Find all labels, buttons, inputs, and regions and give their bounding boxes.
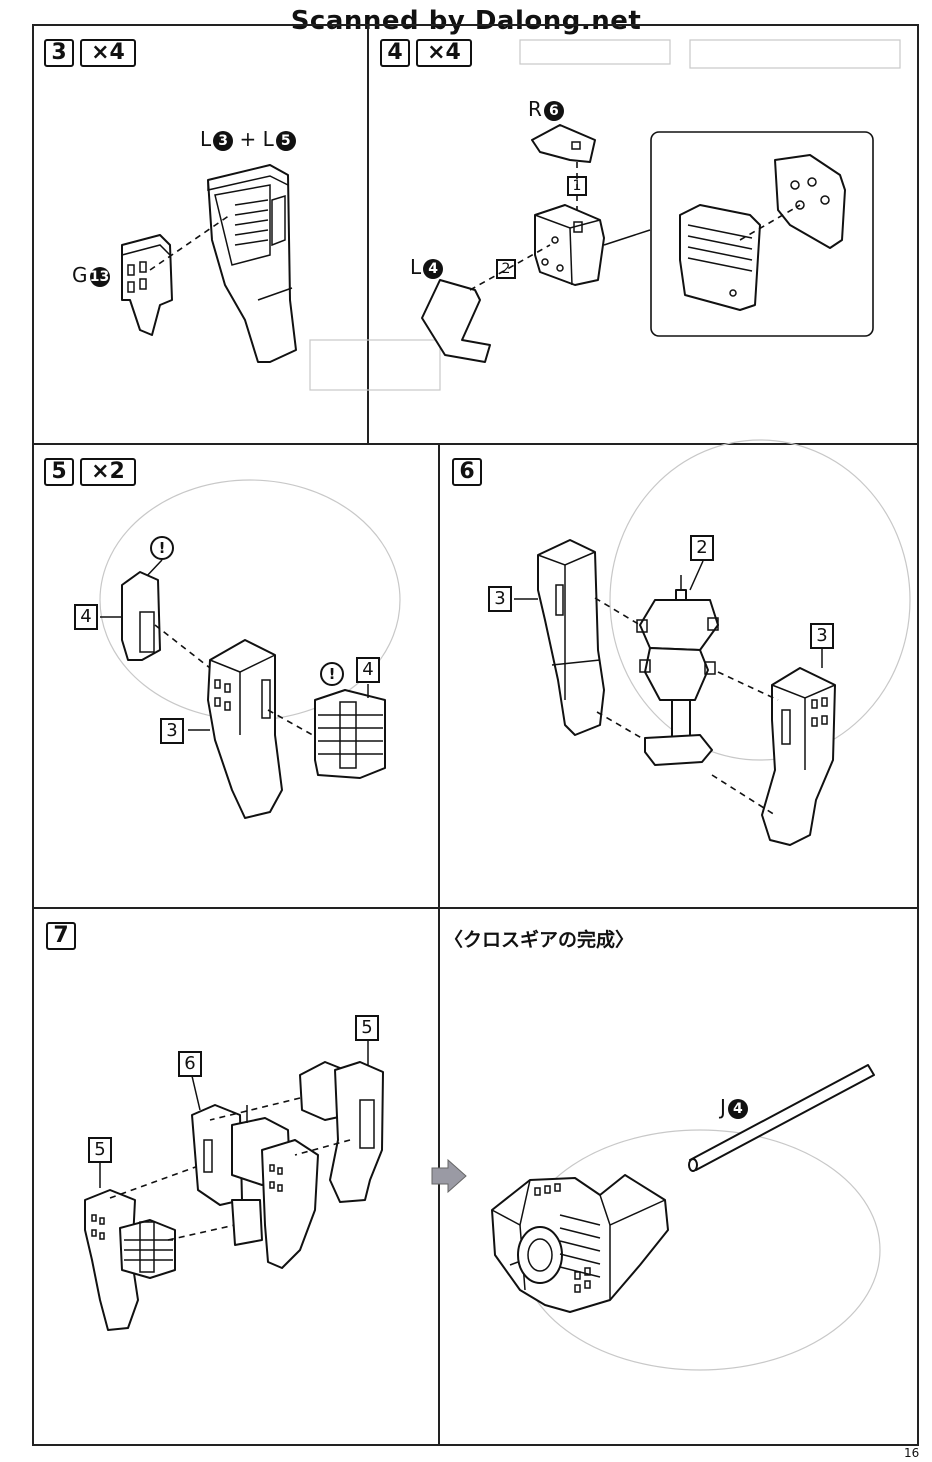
step-5-multiplier: ×2 bbox=[80, 458, 136, 486]
step-6-callout-2: 2 bbox=[690, 535, 714, 561]
step-6-number: 6 bbox=[452, 458, 482, 486]
step-7-callout-5b: 5 bbox=[88, 1137, 112, 1163]
watermark: Scanned by Dalong.net bbox=[290, 6, 642, 36]
caution-icon: ! bbox=[150, 536, 174, 560]
step-3-multiplier: ×4 bbox=[80, 39, 136, 67]
step-7-callout-6: 6 bbox=[178, 1051, 202, 1077]
arrow-right-icon bbox=[431, 1158, 467, 1194]
step-5-callout-4b: 4 bbox=[356, 657, 380, 683]
step-6-callout-3a: 3 bbox=[488, 586, 512, 612]
caution-icon: ! bbox=[320, 662, 344, 686]
page-number: 16 bbox=[904, 1446, 920, 1460]
step-6-callout-3b: 3 bbox=[810, 623, 834, 649]
step-4-number: 4 bbox=[380, 39, 410, 67]
completion-title: 〈クロスギアの完成〉 bbox=[444, 929, 635, 951]
step-3-number: 3 bbox=[44, 39, 74, 67]
step-4-order-2: 2 bbox=[496, 259, 516, 279]
step-7-callout-5a: 5 bbox=[355, 1015, 379, 1041]
step-4-multiplier: ×4 bbox=[416, 39, 472, 67]
step-5-callout-4a: 4 bbox=[74, 604, 98, 630]
step-5-callout-3: 3 bbox=[160, 718, 184, 744]
step-5-number: 5 bbox=[44, 458, 74, 486]
step-7-number: 7 bbox=[46, 922, 76, 950]
